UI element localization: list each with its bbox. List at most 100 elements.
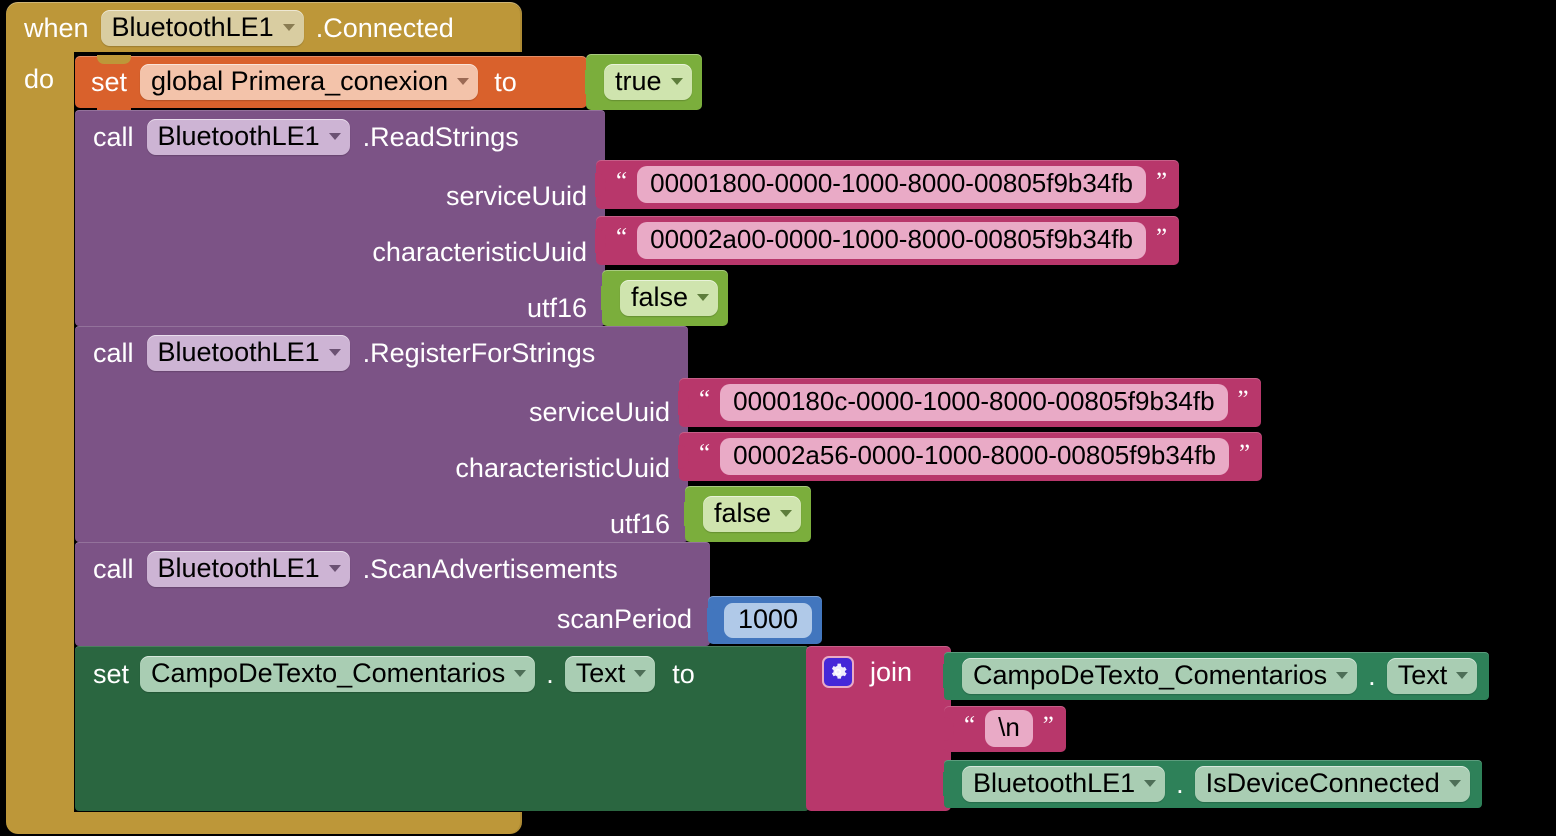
gear-icon[interactable] (822, 656, 854, 688)
property-component-dropdown[interactable]: CampoDeTexto_Comentarios (140, 656, 536, 692)
call-readstrings-block[interactable]: call BluetoothLE1 .ReadStrings serviceUu… (75, 110, 605, 326)
logic-value-label: false (631, 282, 689, 312)
variable-dropdown[interactable]: global Primera_conexion (140, 64, 479, 100)
logic-false-block-2[interactable]: false (684, 486, 812, 542)
arg-label-serviceuuid: serviceUuid (445, 180, 587, 211)
text-field-serviceuuid-2[interactable]: 0000180c-0000-1000-8000-00805f9b34fb (720, 384, 1228, 421)
getter-component-dropdown[interactable]: CampoDeTexto_Comentarios (962, 658, 1358, 694)
text-field-characteristicuuid-2[interactable]: 00002a56-0000-1000-8000-00805f9b34fb (720, 438, 1229, 475)
call-component-dropdown[interactable]: BluetoothLE1 (146, 119, 350, 155)
getter-campodetexto-text[interactable]: CampoDeTexto_Comentarios . Text (943, 652, 1490, 700)
arg-row-utf16: utf16 (75, 280, 605, 336)
call-component-label: BluetoothLE1 (157, 121, 320, 151)
do-label: do (24, 64, 55, 94)
chevron-down-icon (780, 510, 793, 517)
logic-true-block[interactable]: true (585, 54, 702, 110)
text-block-characteristicuuid-1[interactable]: “ 00002a00-0000-1000-8000-00805f9b34fb ” (595, 216, 1180, 265)
text-block-newline[interactable]: “ \n ” (943, 706, 1066, 752)
to-label: to (672, 658, 695, 689)
logic-value-label: true (615, 66, 662, 96)
getter-property-dropdown[interactable]: Text (1386, 658, 1478, 694)
text-block-serviceuuid-1[interactable]: “ 00001800-0000-1000-8000-00805f9b34fb ” (595, 160, 1180, 209)
value-socket (595, 228, 606, 253)
call-component-dropdown[interactable]: BluetoothLE1 (146, 551, 350, 587)
arg-row-scanperiod: scanPeriod (75, 591, 710, 647)
property-name-label: Text (575, 658, 626, 688)
quote-close: ” (1237, 386, 1249, 413)
dot-separator: . (1368, 660, 1376, 691)
quote-open: “ (616, 168, 628, 195)
quote-close: ” (1156, 168, 1168, 195)
arg-label-serviceuuid: serviceUuid (528, 396, 670, 427)
text-block-serviceuuid-2[interactable]: “ 0000180c-0000-1000-8000-00805f9b34fb ” (678, 378, 1261, 427)
value-socket (601, 286, 612, 310)
chevron-down-icon (457, 78, 470, 85)
chevron-down-icon (1144, 780, 1157, 787)
getter-component-label: CampoDeTexto_Comentarios (973, 660, 1328, 690)
set-campodetexto-text-block[interactable]: set CampoDeTexto_Comentarios . Text to (75, 646, 809, 811)
call-label: call (93, 121, 134, 152)
logic-value-dropdown[interactable]: false (703, 496, 802, 532)
quote-open: “ (964, 712, 976, 739)
call-component-dropdown[interactable]: BluetoothLE1 (146, 335, 350, 371)
number-block-scanperiod[interactable]: 1000 (707, 596, 823, 644)
chevron-down-icon (1448, 780, 1461, 787)
quote-open: “ (699, 440, 711, 467)
value-socket (678, 444, 689, 469)
chevron-down-icon (328, 349, 341, 356)
call-scanadvertisements-block[interactable]: call BluetoothLE1 .ScanAdvertisements sc… (75, 542, 710, 646)
value-socket (585, 70, 596, 94)
call-component-label: BluetoothLE1 (157, 553, 320, 583)
call-registerforstrings-block[interactable]: call BluetoothLE1 .RegisterForStrings se… (75, 326, 688, 542)
logic-value-dropdown[interactable]: false (620, 280, 719, 316)
event-name-label: .Connected (315, 12, 454, 43)
arg-label-characteristicuuid: characteristicUuid (455, 452, 670, 483)
chevron-down-icon (1456, 672, 1469, 679)
chevron-down-icon (514, 670, 527, 677)
event-component-dropdown[interactable]: BluetoothLE1 (100, 10, 304, 46)
value-socket (943, 717, 954, 741)
call-component-label: BluetoothLE1 (157, 337, 320, 367)
property-component-label: CampoDeTexto_Comentarios (151, 658, 506, 688)
logic-value-label: false (714, 498, 772, 528)
call-method-label: .ReadStrings (362, 121, 519, 152)
chevron-down-icon (328, 133, 341, 140)
text-field-characteristicuuid-1[interactable]: 00002a00-0000-1000-8000-00805f9b34fb (637, 222, 1146, 259)
property-name-dropdown[interactable]: Text (564, 656, 656, 692)
join-header: join (806, 646, 951, 688)
logic-false-block-1[interactable]: false (601, 270, 729, 326)
arg-row-serviceuuid: serviceUuid (75, 384, 688, 440)
text-field-serviceuuid-1[interactable]: 00001800-0000-1000-8000-00805f9b34fb (637, 166, 1146, 203)
block-notch-top (97, 55, 131, 64)
getter-component-label: BluetoothLE1 (973, 768, 1136, 798)
set-global-variable-block[interactable]: set global Primera_conexion to (75, 55, 587, 117)
quote-open: “ (699, 386, 711, 413)
value-socket (678, 390, 689, 415)
getter-property-dropdown[interactable]: IsDeviceConnected (1194, 766, 1470, 802)
text-block-characteristicuuid-2[interactable]: “ 00002a56-0000-1000-8000-00805f9b34fb ” (678, 432, 1263, 481)
dot-separator: . (1176, 768, 1184, 799)
set-label: set (93, 658, 130, 689)
event-header: when BluetoothLE1 .Connected (24, 10, 454, 46)
number-field[interactable]: 1000 (724, 602, 813, 638)
value-socket (595, 172, 606, 197)
chevron-down-icon (697, 294, 710, 301)
chevron-down-icon (328, 565, 341, 572)
text-field-newline[interactable]: \n (985, 710, 1033, 747)
join-block[interactable]: join (806, 646, 951, 811)
getter-component-dropdown[interactable]: BluetoothLE1 (962, 766, 1166, 802)
call-method-label: .RegisterForStrings (362, 337, 596, 368)
set-property-header: set CampoDeTexto_Comentarios . Text to (75, 646, 809, 692)
getter-bluetoothle1-isdeviceconnected[interactable]: BluetoothLE1 . IsDeviceConnected (943, 760, 1482, 808)
arg-label-characteristicuuid: characteristicUuid (372, 236, 587, 267)
logic-value-dropdown[interactable]: true (604, 64, 692, 100)
event-component-label: BluetoothLE1 (111, 12, 274, 42)
getter-property-label: Text (1397, 660, 1448, 690)
value-socket (943, 664, 954, 688)
arg-label-scanperiod: scanPeriod (556, 603, 692, 634)
call-label: call (93, 553, 134, 584)
set-label: set (91, 66, 128, 97)
call-header: call BluetoothLE1 .ReadStrings (75, 110, 605, 155)
value-socket (684, 502, 695, 526)
